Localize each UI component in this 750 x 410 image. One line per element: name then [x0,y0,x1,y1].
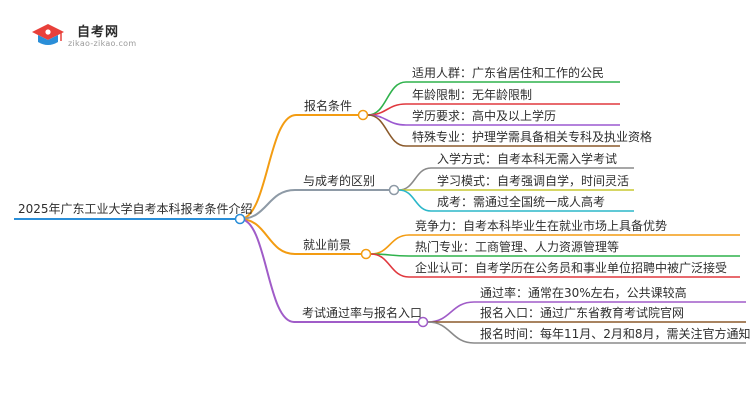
root-topic[interactable]: 2025年广东工业大学自考本科报考条件介绍 [18,201,253,216]
leaf-topic[interactable]: 学习模式：自考强调自学，时间灵活 [437,173,629,188]
leaf-topic[interactable]: 成考：需通过全国统一成人高考 [437,194,605,209]
leaf-topic[interactable]: 报名入口：通过广东省教育考试院官网 [480,305,684,320]
leaf-topic[interactable]: 通过率：通常在30%左右，公共课较高 [480,285,687,300]
leaf-topic[interactable]: 报名时间：每年11月、2月和8月，需关注官方通知 [480,326,750,341]
leaf-link [367,114,407,147]
leaf-topic[interactable]: 学历要求：高中及以上学历 [412,108,556,123]
branch-collapse-toggle[interactable] [388,184,400,196]
leaf-topic[interactable]: 竞争力：自考本科毕业生在就业市场上具备优势 [415,218,667,233]
branch-collapse-toggle[interactable] [417,316,429,328]
leaf-link [398,189,432,212]
branch-topic[interactable]: 与成考的区别 [303,173,375,188]
branch-topic[interactable]: 就业前景 [303,237,351,252]
leaf-link [370,234,410,255]
site-domain: zikao-zikao.com [68,39,137,48]
branch-topic[interactable]: 考试通过率与报名入口 [302,305,422,320]
leaf-topic[interactable]: 入学方式：自考本科无需入学考试 [437,151,617,166]
leaf-link [427,301,475,323]
leaf-topic[interactable]: 企业认可：自考学历在公务员和事业单位招聘中被广泛接受 [415,260,727,275]
leaf-topic[interactable]: 热门专业：工商管理、人力资源管理等 [415,239,619,254]
root-collapse-toggle[interactable] [234,213,246,225]
branch-link [239,218,296,255]
branch-topic[interactable]: 报名条件 [304,98,352,113]
branch-collapse-toggle[interactable] [360,248,372,260]
branch-link [239,189,296,220]
branch-link [239,114,297,220]
branch-link [239,218,295,323]
site-title: 自考网 [77,25,120,40]
leaf-link [398,167,432,191]
leaf-topic[interactable]: 特殊专业：护理学需具备相关专科及执业资格 [412,129,652,144]
site-logo[interactable]: 自考网 zikao-zikao.com [30,18,170,52]
leaf-link [427,321,475,344]
leaf-link [370,253,410,278]
leaf-topic[interactable]: 适用人群：广东省居住和工作的公民 [412,65,604,80]
leaf-topic[interactable]: 年龄限制：无年龄限制 [412,88,532,102]
branch-collapse-toggle[interactable] [357,109,369,121]
graduation-cap-icon [32,24,64,45]
